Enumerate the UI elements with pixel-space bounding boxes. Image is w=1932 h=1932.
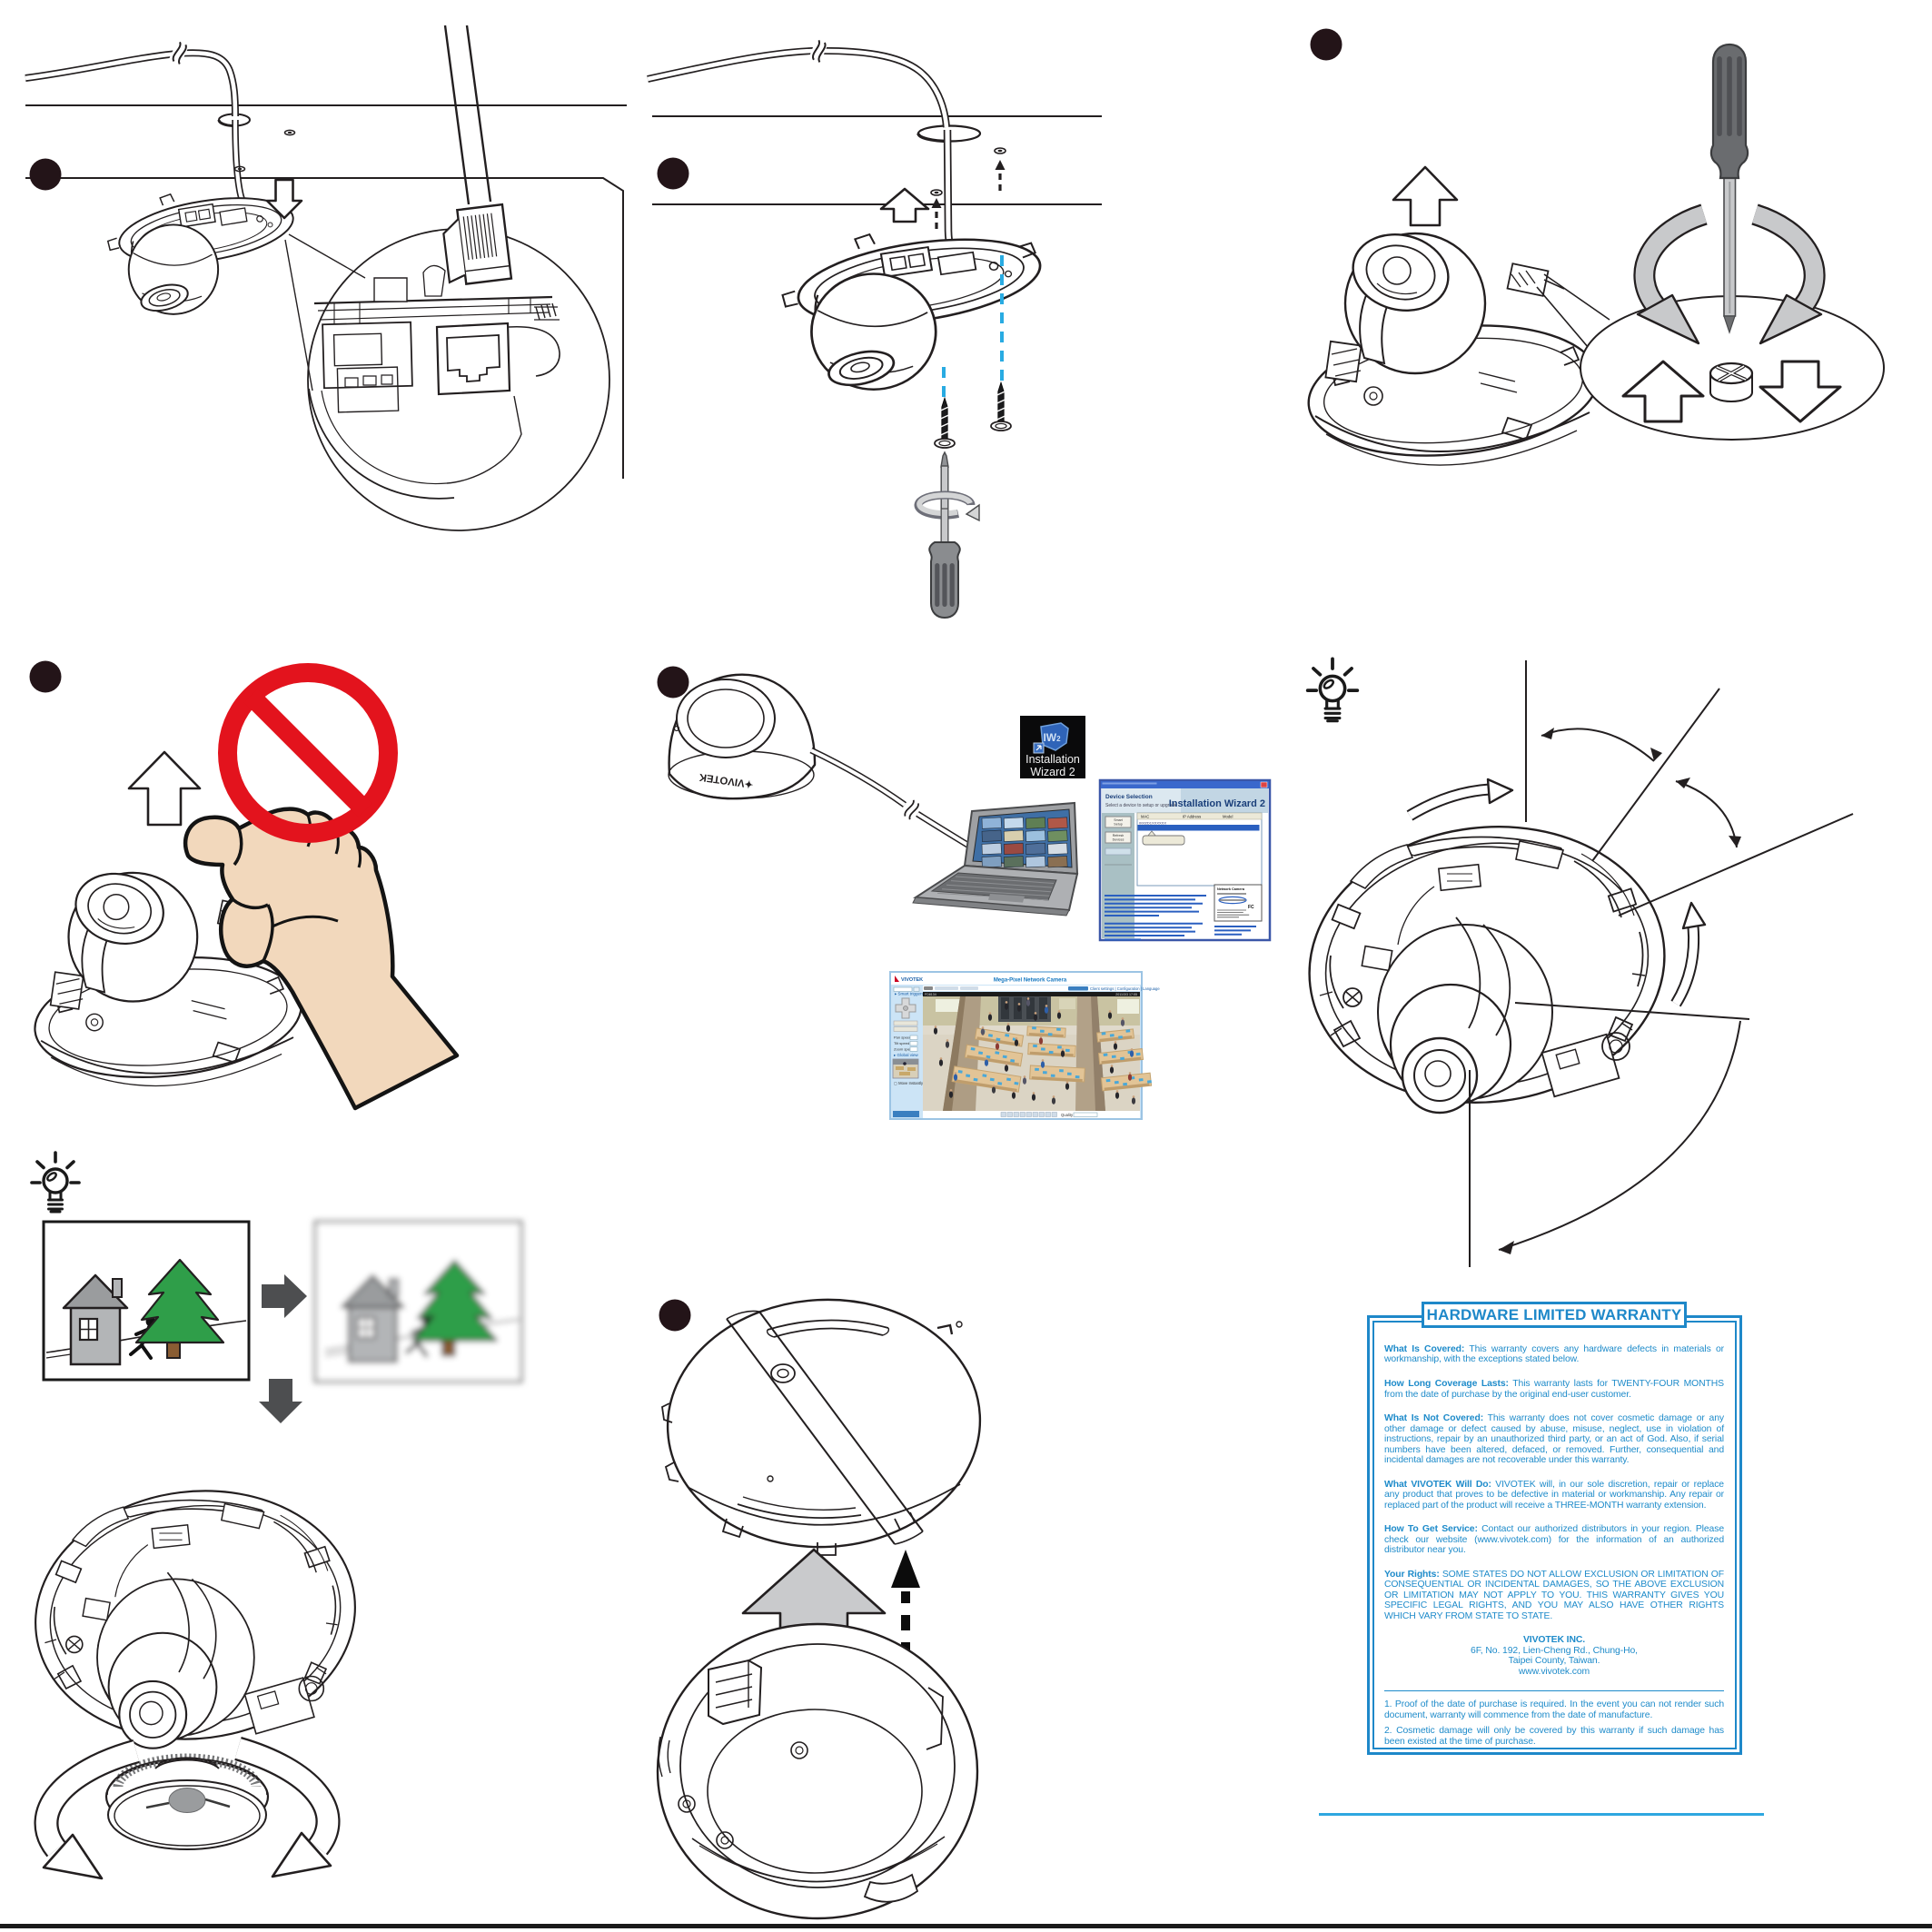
svg-text:Network Camera: Network Camera [1217,887,1245,891]
svg-text:Setup: Setup [1114,823,1122,827]
svg-text:2011/3/3 17:55: 2011/3/3 17:55 [1115,993,1137,996]
svg-text:Tilt speed: Tilt speed [894,1041,909,1045]
svg-text:Pan speed: Pan speed [894,1035,911,1040]
svg-text:Installation Wizard 2: Installation Wizard 2 [1169,798,1265,809]
svg-text:Client settings | Configuratio: Client settings | Configuration | Langua… [1090,986,1160,991]
svg-text:Select a device to setup or up: Select a device to setup or upgrade [1105,803,1177,808]
svg-text:FC: FC [1248,905,1254,910]
svg-text:Model: Model [1223,815,1233,819]
svg-text:IP Address: IP Address [1183,815,1201,819]
svg-text:Zoom speed: Zoom speed [894,1046,914,1051]
svg-text:FD8134: FD8134 [925,993,936,996]
svg-text:Devices: Devices [1113,838,1125,842]
svg-text:▢ Move Instantly: ▢ Move Instantly [894,1081,924,1085]
svg-text:IW2: IW2 [1043,731,1061,744]
svg-text:VIVOTEK: VIVOTEK [901,977,923,983]
svg-text:Quality: Quality [1061,1113,1074,1117]
svg-text:Device Selection: Device Selection [1105,794,1153,800]
svg-text:Installation: Installation [1025,753,1080,766]
svg-text:Wizard 2: Wizard 2 [1030,766,1075,778]
svg-text:▸ Smart triggers: ▸ Smart triggers [895,992,925,996]
svg-text:MAC: MAC [1141,815,1149,819]
svg-text:Refresh: Refresh [1113,834,1125,837]
svg-text:Mega-Pixel Network Camera: Mega-Pixel Network Camera [994,978,1067,984]
svg-text:Smart: Smart [1114,818,1123,822]
svg-text:0002D1XXXXXX: 0002D1XXXXXX [1139,821,1166,826]
svg-text:▸ Global view: ▸ Global view [894,1053,919,1057]
